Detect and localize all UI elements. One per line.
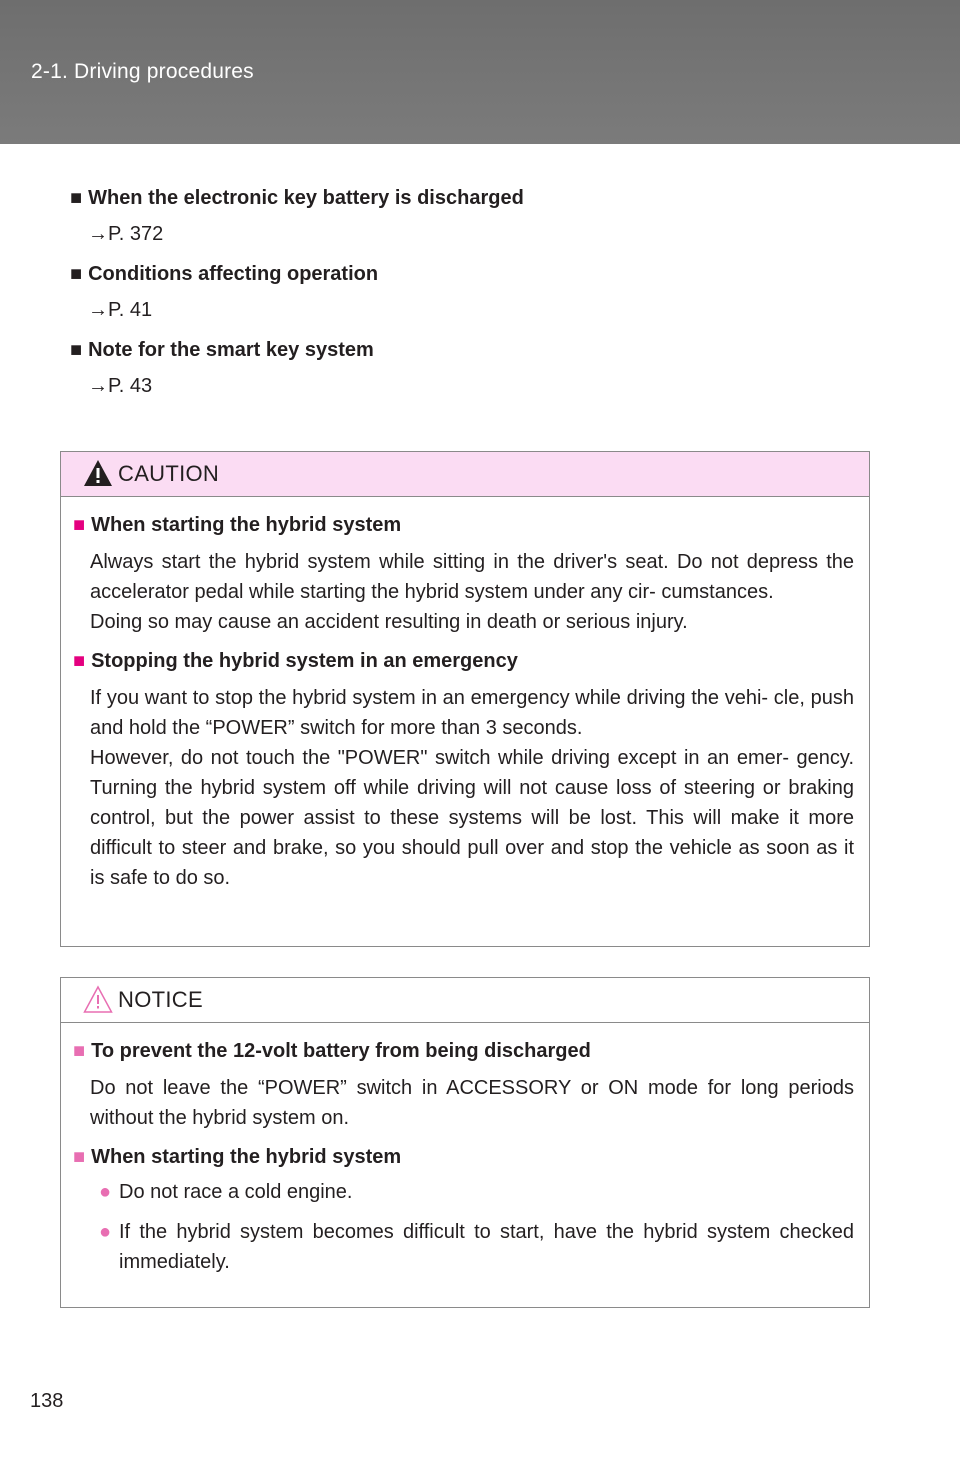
square-bullet-icon: ■ [73, 514, 86, 536]
square-bullet-icon: ■ [73, 1146, 86, 1168]
intro-heading-3: ■Note for the smart key system [70, 339, 374, 361]
notice-bullet: ●If the hybrid system becomes difficult … [99, 1217, 854, 1277]
circle-bullet-icon: ● [99, 1221, 112, 1243]
notice-triangle-icon [83, 985, 113, 1013]
notice-label: NOTICE [118, 987, 203, 1012]
page-header: 2-1. Driving procedures [0, 0, 960, 144]
intro-heading-2: ■Conditions affecting operation [70, 263, 379, 285]
caution-label: CAUTION [118, 461, 220, 486]
square-bullet-icon: ■ [73, 1040, 86, 1062]
intro-ref-3[interactable]: →P. 43 [88, 375, 153, 397]
notice-bullet: ●Do not race a cold engine. [99, 1177, 854, 1207]
section-title: 2-1. Driving procedures [31, 60, 254, 83]
notice-heading-1: ■To prevent the 12-volt battery from bei… [73, 1040, 591, 1062]
intro-heading-1: ■When the electronic key battery is disc… [70, 187, 524, 209]
square-bullet-icon: ■ [70, 339, 83, 361]
intro-section: ■When the electronic key battery is disc… [70, 184, 870, 412]
caution-heading-2: ■Stopping the hybrid system in an emerge… [73, 650, 518, 672]
square-bullet-icon: ■ [73, 650, 86, 672]
caution-box: CAUTION ■When starting the hybrid system… [60, 451, 870, 947]
notice-title-bar: NOTICE [61, 978, 869, 1023]
warning-triangle-icon [84, 460, 112, 486]
notice-heading-2: ■When starting the hybrid system [73, 1146, 402, 1168]
notice-paragraph: Do not leave the “POWER” switch in ACCES… [90, 1077, 854, 1129]
caution-heading-1: ■When starting the hybrid system [73, 514, 402, 536]
notice-box: NOTICE ■To prevent the 12-volt battery f… [60, 977, 870, 1308]
square-bullet-icon: ■ [70, 263, 83, 285]
intro-ref-1[interactable]: →P. 372 [88, 223, 164, 245]
square-bullet-icon: ■ [70, 187, 83, 209]
caution-paragraph: Always start the hybrid system while sit… [90, 551, 854, 633]
page-number: 138 [30, 1390, 64, 1412]
caution-title-bar: CAUTION [61, 452, 869, 497]
circle-bullet-icon: ● [99, 1181, 112, 1203]
intro-ref-2[interactable]: →P. 41 [88, 299, 153, 321]
caution-paragraph: If you want to stop the hybrid system in… [90, 687, 854, 889]
